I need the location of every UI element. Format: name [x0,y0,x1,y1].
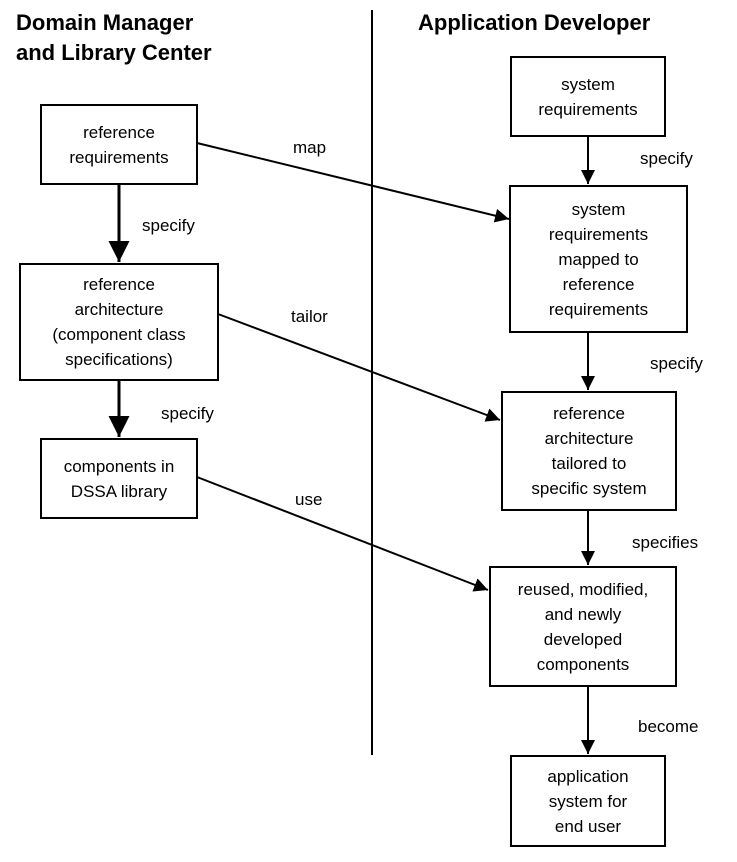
arrow-map [196,142,510,223]
label-specifies: specifies [632,533,699,552]
right-column-heading: Application Developer [418,10,651,35]
node-dssa-components: components in DSSA library [40,438,198,519]
label-map: map [293,138,327,157]
node-architecture-tailored: reference architecture tailored to speci… [501,391,677,511]
label-specify-components: specify [161,404,214,423]
node-requirements-mapped: system requirements mapped to reference … [509,185,688,333]
label-specify-mapped: specify [640,149,693,168]
label-specify-tailored: specify [650,354,703,373]
node-reused-components: reused, modified, and newly developed co… [489,566,677,687]
label-become: become [638,717,699,736]
node-reference-architecture: reference architecture (component class … [19,263,219,381]
node-application-system: application system for end user [510,755,666,847]
left-column-heading: Domain Manager and Library Center [16,10,212,65]
label-use: use [295,490,323,509]
node-reference-requirements: reference requirements [40,104,198,185]
label-tailor: tailor [291,307,328,326]
arrow-tailor [217,313,501,422]
node-system-requirements: system requirements [510,56,666,137]
arrow-use [196,476,489,592]
label-specify-ref-arch: specify [142,216,195,235]
